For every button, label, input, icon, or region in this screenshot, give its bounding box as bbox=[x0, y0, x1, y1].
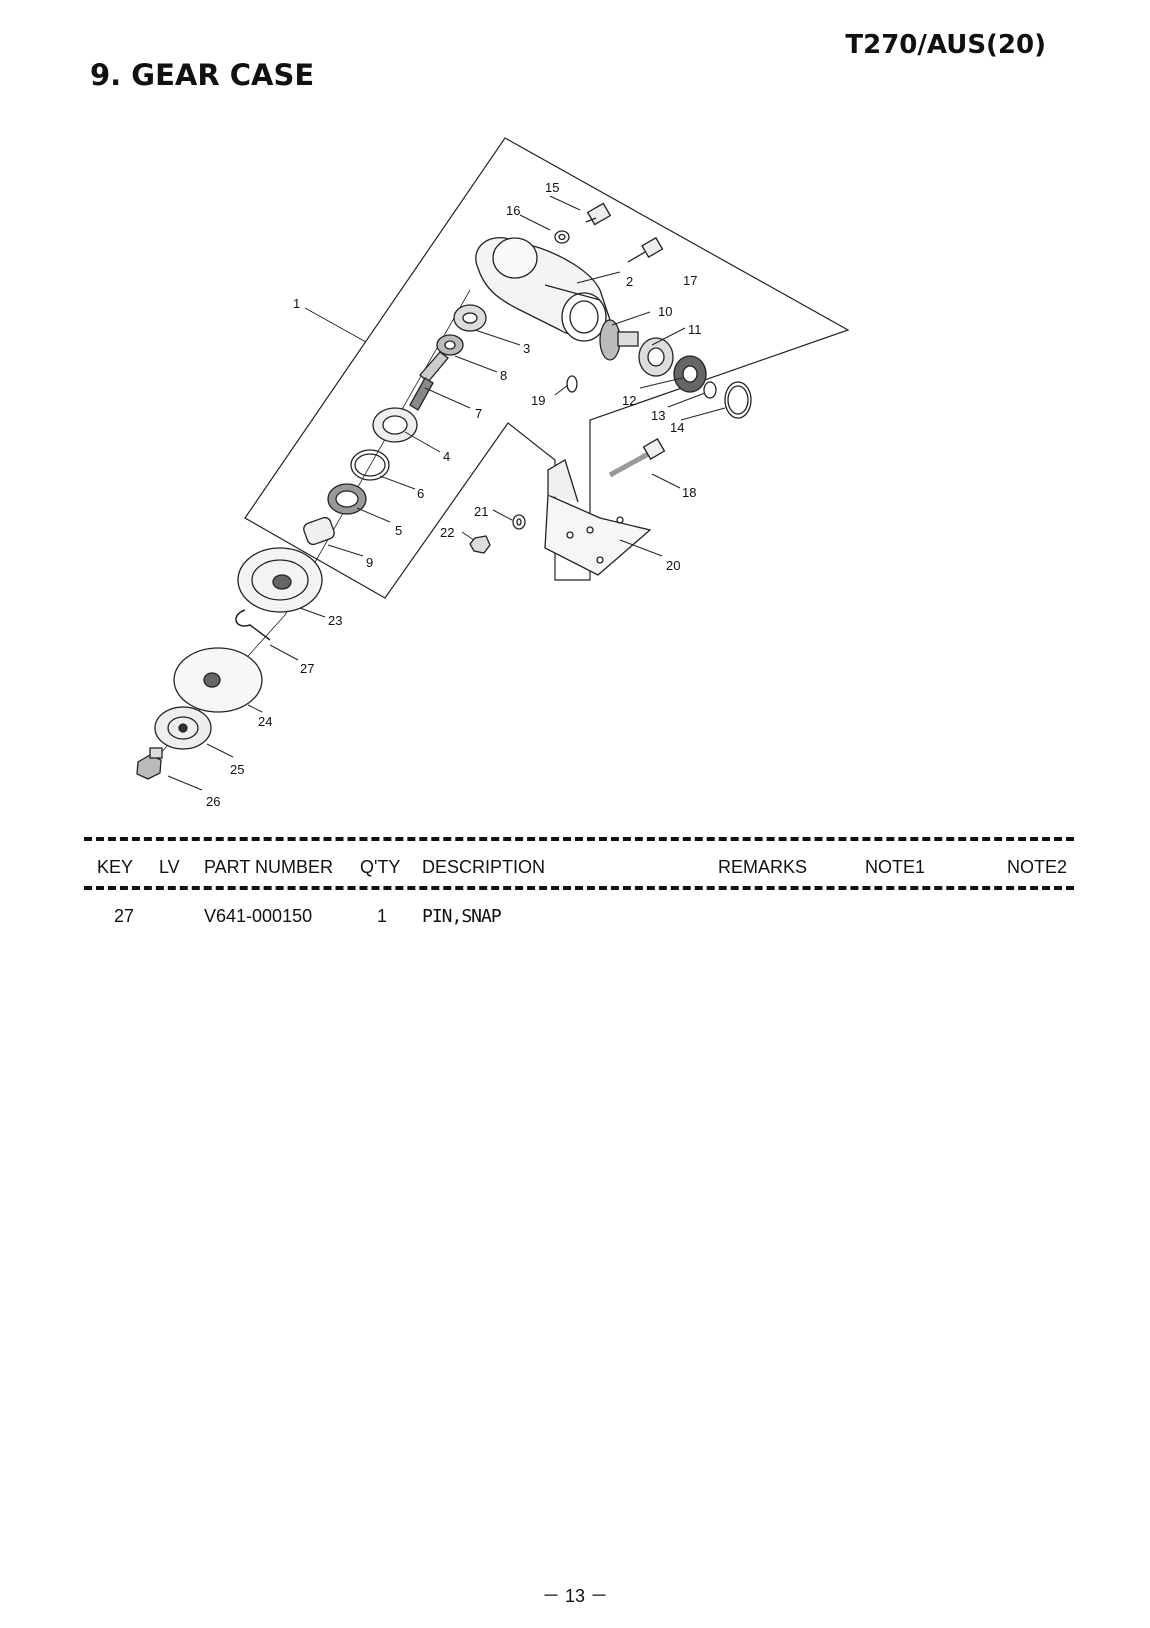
row-part-number: V641-000150 bbox=[204, 906, 313, 926]
washer-21 bbox=[512, 514, 526, 530]
header-note1: NOTE1 bbox=[865, 857, 926, 877]
holder-23 bbox=[237, 547, 323, 613]
header-note2: NOTE2 bbox=[1007, 857, 1068, 877]
seal-5 bbox=[327, 483, 367, 515]
bolt-15 bbox=[585, 202, 612, 226]
snap-ring-14 bbox=[724, 381, 752, 419]
bearing-12 bbox=[673, 355, 707, 393]
nut-26 bbox=[136, 747, 163, 780]
callout-26: 26 bbox=[206, 794, 220, 809]
callout-12: 12 bbox=[622, 393, 636, 408]
callout-20: 20 bbox=[666, 558, 680, 573]
header-part-number: PART NUMBER bbox=[204, 857, 334, 877]
gear-case-part bbox=[475, 237, 611, 342]
callout-18: 18 bbox=[682, 485, 696, 500]
callout-11: 11 bbox=[688, 322, 702, 337]
callout-24: 24 bbox=[258, 714, 272, 729]
page-number: － 13 － bbox=[541, 1586, 609, 1606]
callout-4: 4 bbox=[443, 449, 450, 464]
callout-3: 3 bbox=[523, 341, 530, 356]
bearing-3 bbox=[453, 304, 487, 332]
bolt-17 bbox=[627, 236, 664, 263]
header-key: KEY bbox=[97, 857, 134, 877]
callout-8: 8 bbox=[500, 368, 507, 383]
header-qty: Q'TY bbox=[360, 857, 401, 877]
nut-22 bbox=[469, 535, 491, 554]
section-title: 9. GEAR CASE bbox=[90, 58, 315, 92]
leader-lines bbox=[167, 195, 726, 791]
gear-10 bbox=[599, 319, 639, 361]
table-header-rule bbox=[84, 886, 1074, 890]
callout-23: 23 bbox=[328, 613, 342, 628]
row-qty: 1 bbox=[377, 906, 388, 926]
bearing-4 bbox=[372, 407, 418, 443]
gear-8 bbox=[436, 334, 464, 356]
ring-13 bbox=[703, 381, 717, 399]
assembly-outline bbox=[244, 137, 850, 599]
bracket-20 bbox=[544, 459, 652, 576]
callout-16: 16 bbox=[506, 203, 520, 218]
callout-15: 15 bbox=[545, 180, 559, 195]
callout-7: 7 bbox=[475, 406, 482, 421]
washer-16 bbox=[554, 230, 570, 244]
bearing-11 bbox=[638, 337, 674, 377]
callout-1: 1 bbox=[293, 296, 300, 311]
cover-25 bbox=[154, 706, 212, 750]
callout-17: 17 bbox=[683, 273, 697, 288]
screw-18 bbox=[608, 438, 666, 478]
callout-6: 6 bbox=[417, 486, 424, 501]
exploded-parts-diagram: 1 2 3 4 5 6 7 8 9 10 11 12 13 14 15 16 1… bbox=[136, 137, 850, 809]
snap-pin-27 bbox=[235, 609, 271, 641]
snap-ring-6 bbox=[350, 449, 390, 481]
model-code: T270/AUS(20) bbox=[845, 30, 1046, 60]
callout-14: 14 bbox=[670, 420, 684, 435]
callout-25: 25 bbox=[230, 762, 244, 777]
callout-5: 5 bbox=[395, 523, 402, 538]
callout-22: 22 bbox=[440, 525, 454, 540]
callout-2: 2 bbox=[626, 274, 633, 289]
callout-21: 21 bbox=[474, 504, 488, 519]
pin-19 bbox=[566, 375, 578, 393]
callout-19: 19 bbox=[531, 393, 545, 408]
holder-24 bbox=[173, 647, 263, 713]
table-top-rule bbox=[84, 837, 1074, 841]
callout-10: 10 bbox=[658, 304, 672, 319]
row-description: PIN,SNAP bbox=[422, 906, 502, 927]
callout-13: 13 bbox=[651, 408, 665, 423]
shaft-7 bbox=[409, 351, 449, 411]
header-description: DESCRIPTION bbox=[422, 857, 546, 877]
callout-9: 9 bbox=[366, 555, 373, 570]
header-remarks: REMARKS bbox=[718, 857, 808, 877]
collar-9 bbox=[303, 516, 335, 546]
header-lv: LV bbox=[159, 857, 180, 877]
callout-27: 27 bbox=[300, 661, 314, 676]
row-key: 27 bbox=[114, 906, 135, 926]
